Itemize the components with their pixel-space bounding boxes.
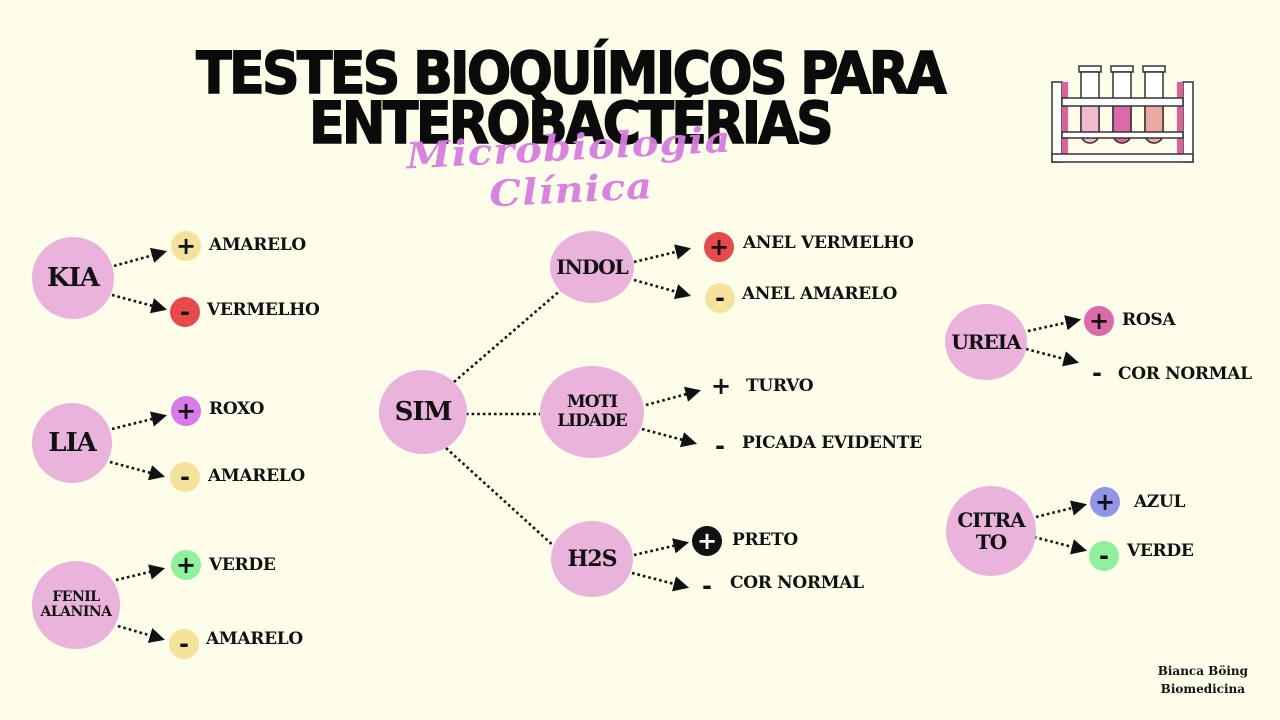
author-name: Bianca Böing [1157,664,1248,678]
result-kia-positive: AMARELO [209,235,306,255]
node-citrato: CITRA TO [946,486,1036,576]
plus-icon: + [1084,306,1114,336]
result-kia-negative: VERMELHO [207,300,320,320]
page-title-line-1: TESTES BIOQUÍMICOS PARA [195,39,947,107]
author-credit: Bianca Böing Biomedicina [1158,662,1248,698]
result-ureia-positive: ROSA [1122,310,1176,330]
connector-lia-neg [109,460,166,481]
connector-ureia-pos [1027,315,1082,333]
minus-icon: - [705,283,735,313]
node-kia-label: KIA [47,262,100,293]
connector-fenil-pos [115,564,166,582]
result-fenil-positive: VERDE [209,555,276,575]
result-ureia-negative: COR NORMAL [1118,364,1252,384]
result-indol-positive: ANEL VERMELHO [743,233,914,253]
plus-icon: + [171,231,201,261]
node-h2s: H2S [551,521,633,597]
connector-mot-neg [641,427,698,448]
node-citrato-label: CITRA TO [957,508,1025,554]
result-lia-negative: AMARELO [208,466,305,486]
result-citrato-negative: VERDE [1127,541,1194,561]
connector-mot-pos [645,386,702,407]
minus-icon: - [715,432,725,460]
plus-icon: + [704,232,734,262]
node-indol-label: INDOL [556,255,628,279]
node-ureia-label: UREIA [951,330,1021,354]
connector-sim-h2s [445,447,557,549]
node-fenilalanina-label: FENIL ALANINA [40,588,112,620]
test-tube-rack-icon [1051,65,1194,163]
result-motilidade-negative: PICADA EVIDENTE [742,433,922,453]
node-lia: LIA [32,403,112,483]
author-course: Biomedicina [1160,682,1246,696]
node-indol: INDOL [550,231,634,303]
minus-icon: - [170,462,200,492]
connector-h2s-neg [631,571,690,592]
connector-kia-neg [111,293,168,314]
connector-citrato-pos [1035,500,1088,519]
result-h2s-positive: PRETO [732,530,798,550]
node-sim-label: SIM [394,396,453,427]
plus-icon: + [692,526,722,556]
node-motilidade-label: MOTI LIDADE [557,392,628,431]
minus-icon: - [702,572,712,600]
node-lia-label: LIA [48,427,97,458]
node-ureia: UREIA [945,304,1027,380]
connector-indol-pos [633,244,692,264]
minus-icon: - [1089,541,1119,571]
connector-citrato-neg [1033,535,1088,555]
connector-fenil-neg [117,624,165,643]
connector-kia-pos [113,247,168,268]
node-fenilalanina: FENIL ALANINA [32,561,120,649]
minus-icon: - [169,629,199,659]
plus-icon: + [710,372,732,400]
result-indol-negative: ANEL AMARELO [742,284,898,304]
connector-ureia-neg [1025,347,1080,367]
plus-icon: + [171,396,201,426]
node-motilidade: MOTI LIDADE [540,366,644,458]
connector-lia-pos [111,411,168,431]
connector-sim-indol [453,288,563,383]
page-title-line-2: ENTEROBACTÉRIAS [308,89,834,157]
minus-icon: - [170,297,200,327]
plus-icon: + [1090,487,1120,517]
node-h2s-label: H2S [567,545,618,572]
result-fenil-negative: AMARELO [206,629,303,649]
result-motilidade-positive: TURVO [746,376,814,396]
result-h2s-negative: COR NORMAL [730,573,864,593]
minus-icon: - [1092,359,1102,387]
result-lia-positive: ROXO [209,399,265,419]
node-kia: KIA [32,237,114,319]
connector-indol-neg [633,278,692,300]
plus-icon: + [171,550,201,580]
node-sim: SIM [379,370,467,454]
result-citrato-positive: AZUL [1134,492,1186,512]
connector-h2s-pos [633,538,690,557]
